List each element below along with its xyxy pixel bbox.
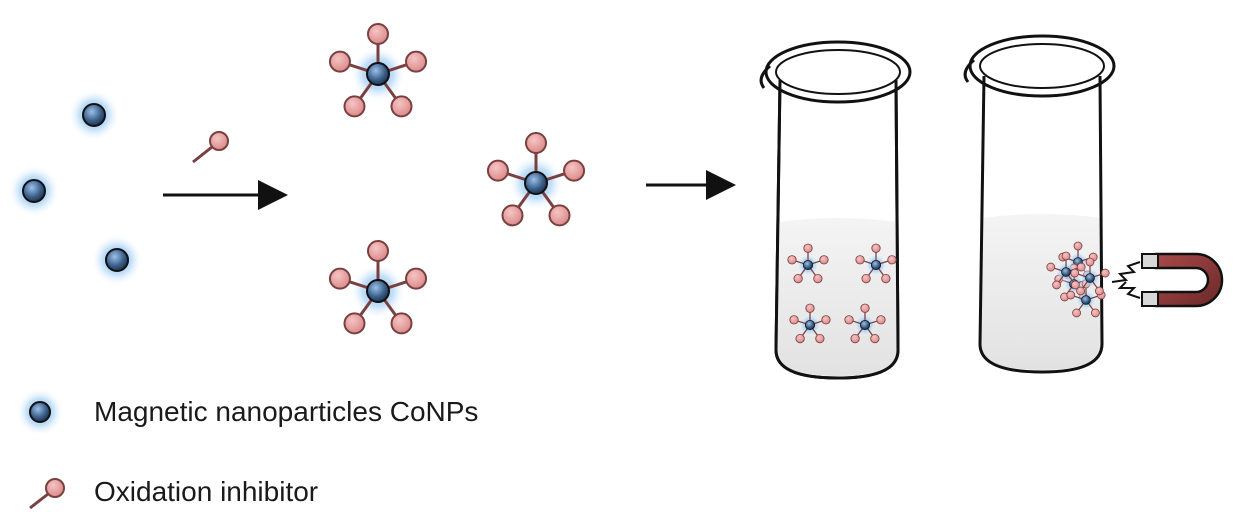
coated-nanoparticle-icon (486, 132, 586, 227)
legend-nanoparticle-icon (16, 388, 64, 436)
inhibitor-icon (192, 131, 229, 164)
dispersed-particle-icon (787, 243, 829, 284)
legend-nanoparticle-label: Magnetic nanoparticles CoNPs (94, 396, 479, 427)
legend-inhibitor-label: Oxidation inhibitor (94, 476, 319, 507)
coated-nanoparticle-icon (328, 240, 428, 335)
beaker-icon (759, 40, 912, 380)
dispersed-particle-icon (844, 303, 886, 344)
nanoparticle-icon (8, 165, 60, 217)
bare-nanoparticles (8, 89, 143, 286)
dispersed-particle-icon (855, 243, 897, 284)
beaker-icon (963, 34, 1116, 374)
coated-nanoparticle-icon (328, 23, 428, 118)
nanoparticle-icon (91, 234, 143, 286)
nanoparticle-icon (68, 89, 120, 141)
collected-particle-icon (1070, 257, 1110, 296)
collected-particle-icon (1046, 251, 1086, 290)
coated-nanoparticles (328, 23, 586, 335)
magnet-icon (1111, 252, 1224, 308)
dispersed-particle-icon (789, 303, 831, 344)
legend-inhibitor-icon (29, 478, 65, 510)
